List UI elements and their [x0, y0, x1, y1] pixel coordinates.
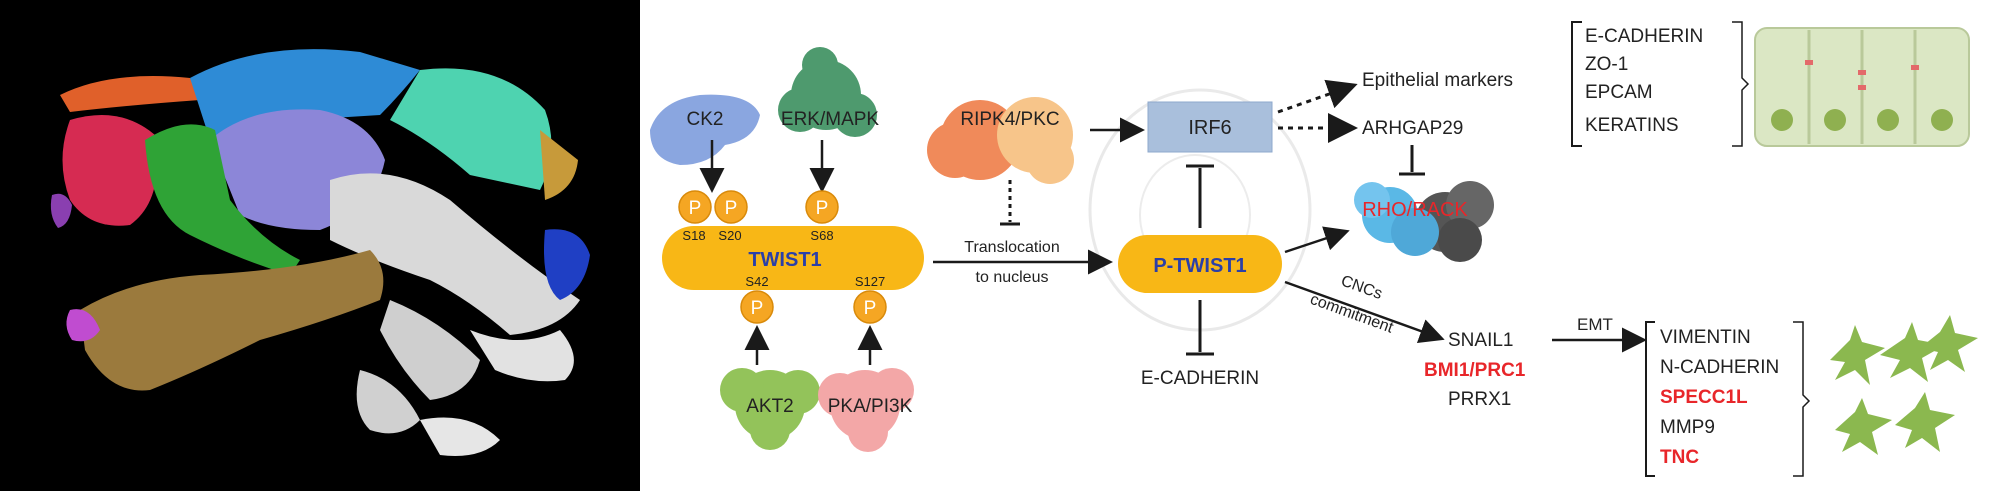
epithelial-markers-label: Epithelial markers: [1362, 70, 1513, 91]
prrx1-label: PRRX1: [1448, 389, 1511, 410]
svg-text:P: P: [751, 298, 764, 319]
phospho-site-s42: S42 P: [740, 274, 774, 324]
svg-text:P: P: [816, 198, 829, 219]
phospho-site-s18: P S18: [678, 190, 712, 243]
kinase-label-ck2: CK2: [687, 109, 724, 130]
mesenchymal-item: MMP9: [1660, 417, 1715, 438]
mesenchymal-item: VIMENTIN: [1660, 327, 1751, 348]
translocation-label-line1: Translocation: [964, 239, 1059, 256]
translocation-label-line2: to nucleus: [976, 269, 1049, 286]
epithelial-list-bracket-right: [1732, 21, 1750, 147]
arrow-ptwist1-to-rho: [1284, 226, 1350, 254]
site-label-s127: S127: [855, 274, 885, 289]
irf6-label: IRF6: [1188, 117, 1231, 139]
kinase-label-ripk4-pkc: RIPK4/PKC: [960, 109, 1059, 130]
ripk4-pkc-blob-icon: [927, 97, 1074, 184]
site-label-s20: S20: [718, 228, 741, 243]
ck2-blob-icon: [650, 94, 760, 165]
epithelial-item-1: ZO-1: [1585, 54, 1628, 75]
arrow-irf6-to-epithelial-markers: [1277, 79, 1358, 114]
epithelial-cells-illustration: [1754, 27, 1970, 147]
mesenchymal-item: SPECC1L: [1660, 387, 1748, 408]
epithelial-item-3: KERATINS: [1585, 115, 1679, 136]
epithelial-list-bracket-left: [1571, 21, 1582, 147]
emt-label: EMT: [1577, 315, 1613, 334]
pka-pi3k-blob-icon: [818, 368, 914, 452]
arrow-ptwist1-to-snail1: [1284, 280, 1445, 343]
erk-mapk-blob-icon: [778, 47, 877, 137]
site-label-s18: S18: [682, 228, 705, 243]
snail1-label: SNAIL1: [1448, 330, 1513, 351]
irf6-box: [1147, 101, 1273, 153]
svg-text:P: P: [689, 198, 702, 219]
cncs-label-line2: commitment: [1308, 291, 1396, 337]
mesenchymal-list-bracket-left: [1645, 321, 1655, 477]
p-twist1-label: P-TWIST1: [1153, 255, 1246, 277]
svg-text:P: P: [725, 198, 738, 219]
phospho-site-s20: P S20: [714, 190, 748, 243]
rho-rack-blob-icon: [1354, 181, 1494, 262]
mesenchymal-item: TNC: [1660, 447, 1699, 468]
rho-rack-label: RHO/RACK: [1362, 199, 1468, 221]
twist1-pill: [662, 226, 924, 290]
mesenchymal-cells-illustration: [1830, 315, 1978, 455]
kinase-label-akt2: AKT2: [746, 396, 794, 417]
arhgap29-label: ARHGAP29: [1362, 118, 1463, 139]
p-twist1-pill: [1118, 235, 1282, 293]
epithelial-item-0: E-CADHERIN: [1585, 26, 1703, 47]
phospho-site-s127: S127 P: [853, 274, 887, 324]
kinase-label-erk-mapk: ERK/MAPK: [781, 109, 880, 130]
ecadherin-label: E-CADHERIN: [1141, 368, 1259, 389]
site-label-s42: S42: [745, 274, 768, 289]
mesenchymal-item: N-CADHERIN: [1660, 357, 1779, 378]
skull-3d-render: [50, 49, 590, 456]
kinase-label-pka-pi3k: PKA/PI3K: [828, 396, 913, 417]
skull-render-panel: [0, 0, 640, 491]
site-label-s68: S68: [810, 228, 833, 243]
akt2-blob-icon: [720, 368, 820, 450]
mesenchymal-list-bracket-right: [1793, 321, 1811, 477]
svg-text:P: P: [864, 298, 877, 319]
cncs-label-line1: CNCs: [1339, 272, 1385, 303]
bmi1-label: BMI1/PRC1: [1424, 360, 1526, 381]
twist1-label: TWIST1: [748, 249, 821, 271]
epithelial-item-2: EPCAM: [1585, 82, 1653, 103]
phospho-site-s68: P S68: [805, 190, 839, 243]
